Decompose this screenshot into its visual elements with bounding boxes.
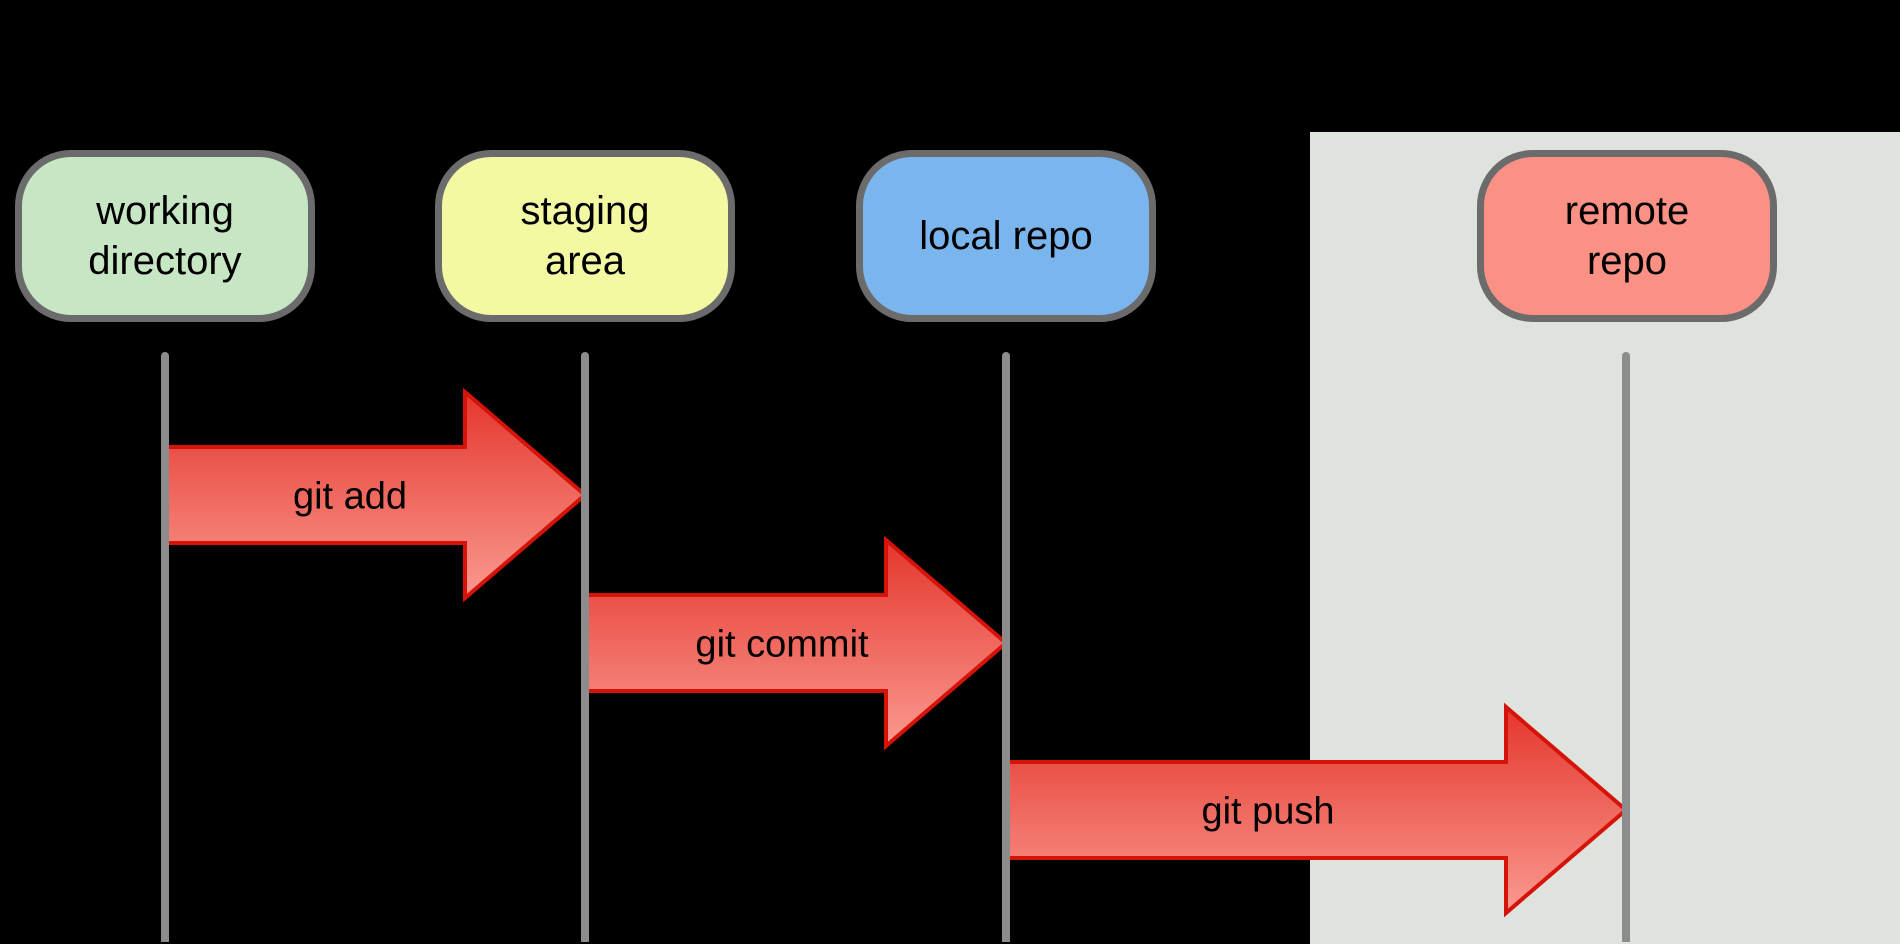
git-commit-label: git commit: [695, 623, 869, 666]
git-commit-arrow: [583, 535, 1010, 751]
node-local-repo: local repo: [856, 150, 1156, 322]
node-label-line: remote: [1564, 189, 1690, 233]
git-push-label: git push: [1201, 790, 1335, 833]
node-working-directory: working directory: [15, 150, 315, 322]
node-label-line: area: [544, 239, 626, 283]
lifeline-local-repo: [1002, 352, 1010, 942]
git-add-arrow: [163, 387, 589, 603]
node-label-line: working: [96, 189, 234, 233]
node-label-line: staging: [520, 189, 650, 233]
node-label-line: local repo: [919, 214, 1093, 258]
lifeline-staging-area: [581, 352, 589, 942]
lifeline-remote-repo: [1622, 352, 1630, 942]
node-label-line: repo: [1586, 239, 1668, 283]
node-staging-area: staging area: [435, 150, 735, 322]
node-label-line: directory: [88, 239, 242, 283]
git-add-label: git add: [292, 475, 408, 518]
lifeline-working-directory: [161, 352, 169, 942]
git-push-arrow: [1004, 702, 1630, 918]
node-remote-repo: remote repo: [1477, 150, 1777, 322]
